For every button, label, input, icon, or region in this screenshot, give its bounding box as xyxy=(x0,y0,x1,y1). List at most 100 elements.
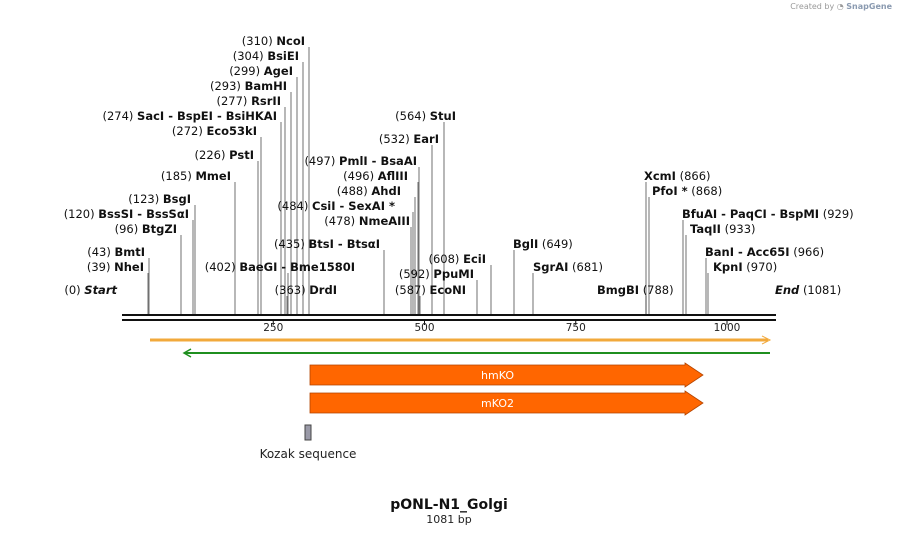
site-labels: (0) Start End (1081) (39) NheI(43) BmtI (96… xyxy=(64,34,854,297)
site-name: TaqII xyxy=(690,222,721,236)
site-name: BanI - Acc65I xyxy=(705,245,790,259)
site-position: (592) xyxy=(399,267,430,281)
site-label-econi[interactable]: (587) EcoNI xyxy=(395,283,466,297)
primer-reverse-arrowhead xyxy=(182,348,192,358)
site-position: (496) xyxy=(343,169,374,183)
site-name: CsiI - SexAI * xyxy=(312,199,395,213)
site-name: AhdI xyxy=(371,184,401,198)
site-position: (866) xyxy=(680,169,711,183)
site-label-bsiei[interactable]: (304) BsiEI xyxy=(233,49,299,63)
kozak-label: Kozak sequence xyxy=(260,447,357,461)
feature-hmko[interactable]: hmKO xyxy=(309,362,704,388)
site-label-ahdi[interactable]: (488) AhdI xyxy=(337,184,401,198)
site-label-eco53ki[interactable]: (272) Eco53kI xyxy=(172,124,257,138)
kozak-box[interactable] xyxy=(304,424,312,441)
site-label-xcmi[interactable]: XcmI (866) xyxy=(644,169,711,183)
site-position: (681) xyxy=(572,260,603,274)
site-label-bfuai-paqci-bspmi[interactable]: BfuAI - PaqCI - BspMI (929) xyxy=(682,207,854,221)
site-position: (608) xyxy=(429,252,460,266)
site-label-baegi-bme1580i[interactable]: (402) BaeGI - Bme1580I xyxy=(205,260,355,274)
ruler-label-750: 750 xyxy=(566,322,586,334)
site-label-agei[interactable]: (299) AgeI xyxy=(229,64,293,78)
site-position: (649) xyxy=(542,237,573,251)
site-name: BsgI xyxy=(163,192,191,206)
site-name: SgrAI xyxy=(533,260,568,274)
site-label-ecii[interactable]: (608) EciI xyxy=(429,252,487,266)
site-label-end[interactable]: End (1081) xyxy=(775,283,841,297)
site-position: (185) xyxy=(161,169,192,183)
site-name: BmtI xyxy=(114,245,145,259)
site-label-csii-sexai[interactable]: (484) CsiI - SexAI * xyxy=(277,199,395,213)
site-position: (497) xyxy=(304,154,335,168)
site-position: (564) xyxy=(395,109,426,123)
site-label-stui[interactable]: (564) StuI xyxy=(395,109,456,123)
site-position: (274) xyxy=(102,109,133,123)
site-name: RsrII xyxy=(251,94,281,108)
site-name: NmeAIII xyxy=(359,214,410,228)
snapgene-logo-icon: ◔ xyxy=(836,2,844,11)
site-position: (788) xyxy=(643,283,674,297)
site-position: (0) xyxy=(64,283,80,297)
site-position: (966) xyxy=(793,245,824,259)
feature-kozak[interactable]: Kozak sequence xyxy=(260,424,357,461)
sequence-backbone xyxy=(122,314,776,321)
site-position: (484) xyxy=(277,199,308,213)
site-label-afliii[interactable]: (496) AflIII xyxy=(343,169,408,183)
site-position: (272) xyxy=(172,124,203,138)
site-name: BssSI - BssSαI xyxy=(98,207,189,221)
site-label-btgzi[interactable]: (96) BtgZI xyxy=(115,222,177,236)
site-label-nhei[interactable]: (39) NheI xyxy=(87,260,144,274)
site-name: NheI xyxy=(114,260,144,274)
primer-forward-arrowhead xyxy=(761,335,772,345)
feature-mko2-label: mKO2 xyxy=(481,397,514,410)
site-label-bsgi[interactable]: (123) BsgI xyxy=(128,192,191,206)
site-name: BtsI - BtsαI xyxy=(309,237,380,251)
feature-mko2[interactable]: mKO2 xyxy=(309,390,704,416)
site-name: EcoNI xyxy=(430,283,466,297)
site-name: StuI xyxy=(430,109,456,123)
site-label-ncoi[interactable]: (310) NcoI xyxy=(242,34,305,48)
site-position: (587) xyxy=(395,283,426,297)
site-label-btsi-bts-i[interactable]: (435) BtsI - BtsαI xyxy=(274,237,380,251)
site-label-psti[interactable]: (226) PstI xyxy=(195,148,254,162)
site-label-bmti[interactable]: (43) BmtI xyxy=(87,245,145,259)
site-label-pmli-bsaai[interactable]: (497) PmlI - BsaAI xyxy=(304,154,417,168)
site-label-bamhi[interactable]: (293) BamHI xyxy=(210,79,287,93)
feature-mko2-arrow[interactable] xyxy=(309,390,704,416)
site-label-ppumi[interactable]: (592) PpuMI xyxy=(399,267,474,281)
site-label-mmei[interactable]: (185) MmeI xyxy=(161,169,231,183)
site-label-rsrii[interactable]: (277) RsrII xyxy=(216,94,281,108)
site-name: BfuAI - PaqCI - BspMI xyxy=(682,207,819,221)
site-label-bani-acc65i[interactable]: BanI - Acc65I (966) xyxy=(705,245,824,259)
site-label-saci-bspei-bsihkai[interactable]: (274) SacI - BspEI - BsiHKAI xyxy=(102,109,277,123)
ruler-label-250: 250 xyxy=(263,322,283,334)
site-label-start[interactable]: (0) Start xyxy=(64,283,117,297)
site-position: (310) xyxy=(242,34,273,48)
site-label-drdi[interactable]: (363) DrdI xyxy=(275,283,337,297)
site-position: (435) xyxy=(274,237,305,251)
site-label-pfoi[interactable]: PfoI * (868) xyxy=(652,184,722,198)
feature-hmko-label: hmKO xyxy=(481,369,514,382)
site-label-bmgbi[interactable]: BmgBI (788) xyxy=(597,283,674,297)
site-label-nmeaiii[interactable]: (478) NmeAIII xyxy=(324,214,410,228)
site-name: AgeI xyxy=(264,64,293,78)
site-name: DrdI xyxy=(309,283,337,297)
site-name: BglI xyxy=(513,237,538,251)
credit-brand: SnapGene xyxy=(846,2,892,11)
site-label-kpni[interactable]: KpnI (970) xyxy=(713,260,777,274)
site-position: (363) xyxy=(275,283,306,297)
site-label-sgrai[interactable]: SgrAI (681) xyxy=(533,260,603,274)
feature-hmko-arrow[interactable] xyxy=(309,362,704,388)
site-label-bsssi-bsss-i[interactable]: (120) BssSI - BssSαI xyxy=(64,207,189,221)
credit-prefix: Created by xyxy=(790,2,835,11)
site-name: EarI xyxy=(413,132,439,146)
site-position: (304) xyxy=(233,49,264,63)
site-label-taqii[interactable]: TaqII (933) xyxy=(690,222,756,236)
site-label-eari[interactable]: (532) EarI xyxy=(379,132,439,146)
site-name: XcmI xyxy=(644,169,676,183)
site-position: (970) xyxy=(746,260,777,274)
site-label-bgli[interactable]: BglI (649) xyxy=(513,237,573,251)
site-position: (120) xyxy=(64,207,95,221)
